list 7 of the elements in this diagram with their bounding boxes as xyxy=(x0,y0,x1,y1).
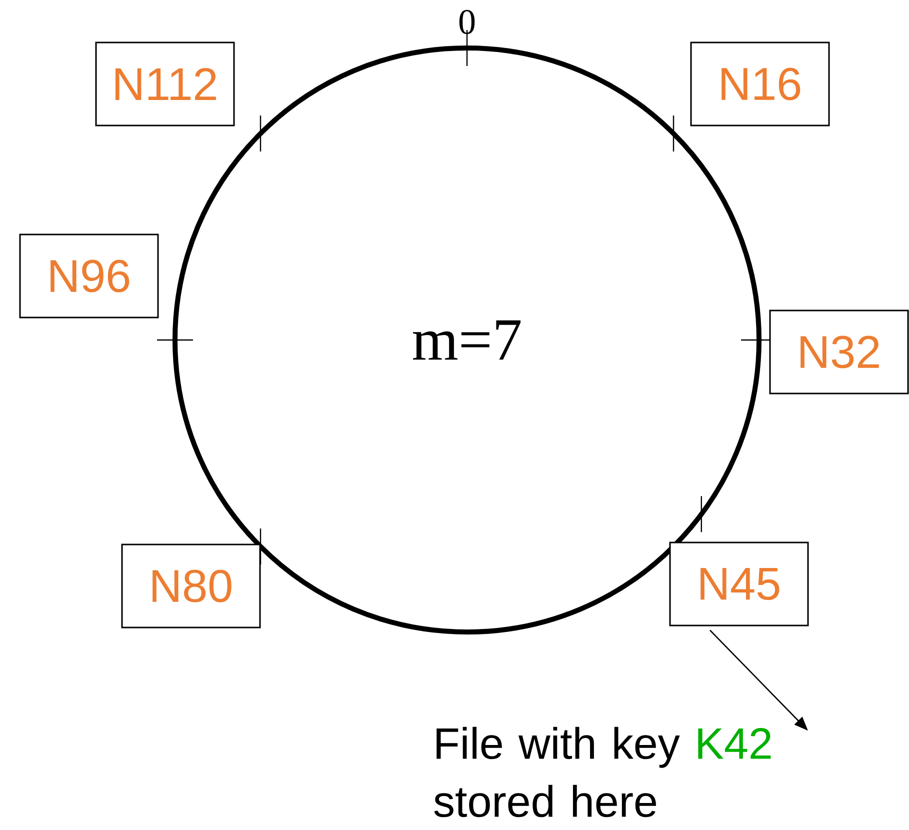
node-box: N16 xyxy=(690,42,830,126)
node-box: N45 xyxy=(669,542,809,626)
node-box: N80 xyxy=(121,544,261,628)
note-text: File with key K42 stored here xyxy=(434,726,771,818)
node-box: N112 xyxy=(95,42,235,126)
node-box: N96 xyxy=(19,234,159,318)
node-box: N32 xyxy=(769,310,909,394)
